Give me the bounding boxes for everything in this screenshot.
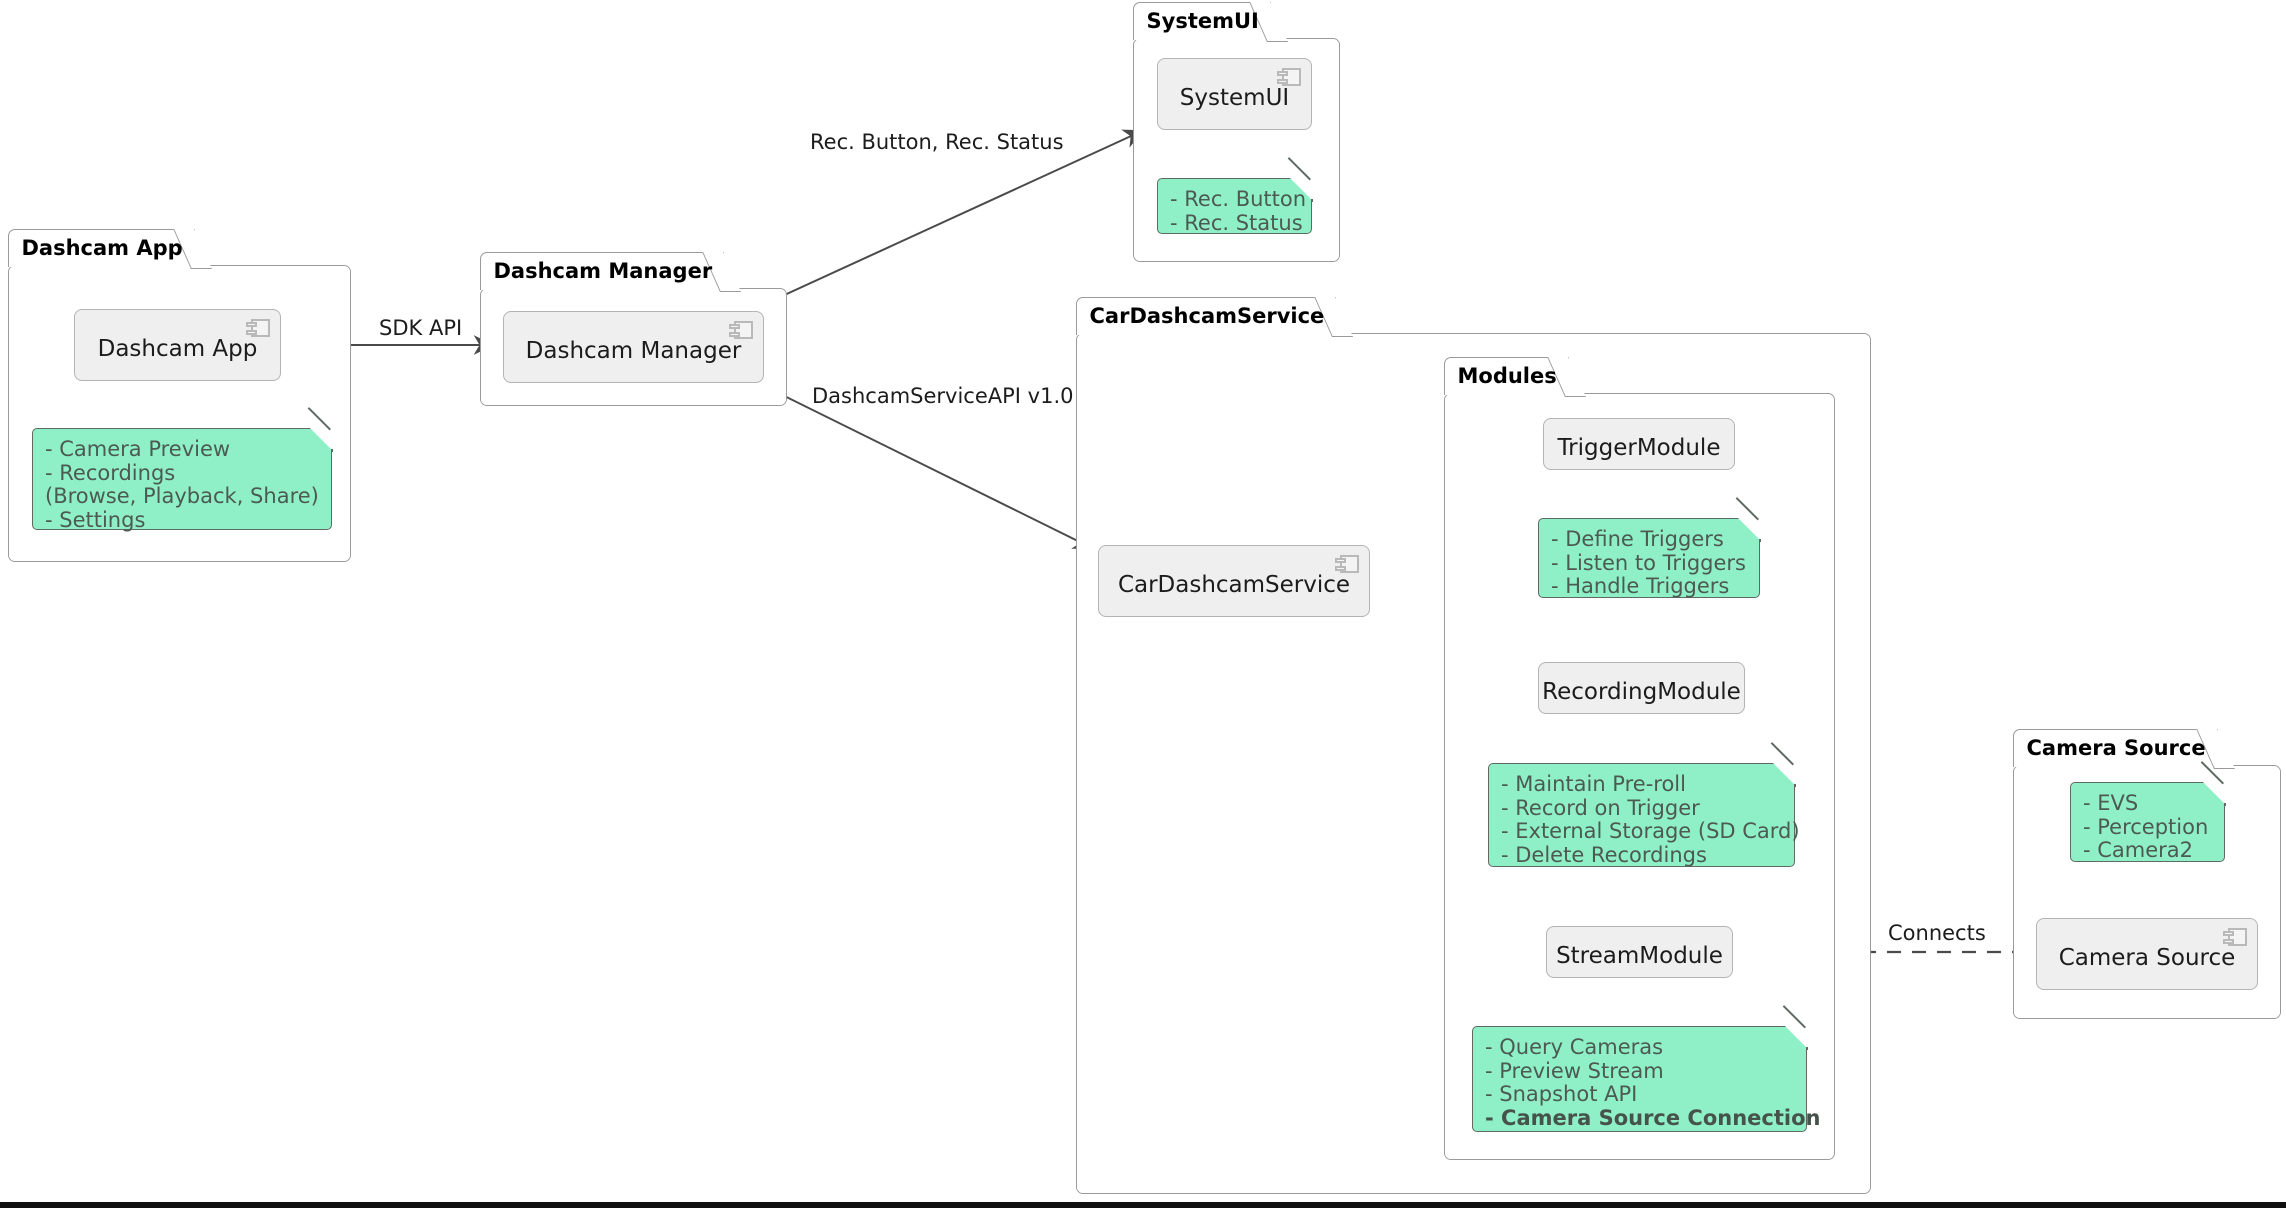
package-label-dashcam-app: Dashcam App (7, 229, 195, 267)
component-dashcam-app[interactable]: Dashcam App (74, 309, 281, 381)
note-line: - Camera Preview (45, 437, 231, 461)
component-label: StreamModule (1556, 943, 1723, 969)
component-label: RecordingModule (1542, 679, 1741, 705)
component-label: Camera Source (2058, 945, 2236, 971)
note-stream-module: - Query Cameras - Preview Stream - Snaps… (1472, 1005, 1821, 1132)
package-label-camera-source: Camera Source (2012, 729, 2218, 767)
note-line: - Delete Recordings (1501, 842, 1707, 867)
package-title: CarDashcamService (1089, 303, 1325, 328)
note-line: - Rec. Status (1170, 210, 1303, 235)
component-icon (1277, 68, 1301, 86)
bottom-bar (0, 1202, 2286, 1208)
edge-label-connects: Connects (1888, 921, 1986, 945)
note-line: - Snapshot API (1485, 1082, 1638, 1106)
note-trigger-module: - Define Triggers - Listen to Triggers -… (1538, 497, 1761, 598)
component-icon (246, 319, 270, 337)
note-line: - Rec. Button (1170, 187, 1307, 211)
component-label: Dashcam Manager (525, 338, 742, 364)
edge-rec-button-status (729, 129, 1144, 321)
note-line: - Query Cameras (1485, 1035, 1664, 1059)
edge-label-rec-button-status: Rec. Button, Rec. Status (810, 130, 1064, 154)
note-line: (Browse, Playback, Share) (45, 484, 319, 508)
component-dashcam-manager[interactable]: Dashcam Manager (503, 311, 764, 383)
component-label: CarDashcamService (1117, 572, 1351, 598)
note-line: - EVS (2083, 791, 2139, 815)
note-line: - Perception (2083, 814, 2209, 839)
component-trigger-module[interactable]: TriggerModule (1543, 418, 1735, 470)
note-line: - Preview Stream (1485, 1058, 1664, 1083)
edge-label-dashcam-service-api: DashcamServiceAPI v1.0 (812, 384, 1074, 408)
component-label: SystemUI (1179, 85, 1290, 111)
package-title: Dashcam App (21, 235, 183, 260)
component-label: TriggerModule (1557, 435, 1721, 461)
package-title: SystemUI (1146, 8, 1259, 33)
note-line: - Camera Source Connection (1485, 1105, 1821, 1130)
note-line: - Define Triggers (1551, 527, 1724, 551)
note-line: - Listen to Triggers (1551, 550, 1746, 575)
package-label-system-ui: SystemUI (1132, 2, 1271, 40)
package-label-dashcam-manager: Dashcam Manager (479, 252, 725, 290)
note-recording-module: - Maintain Pre-roll - Record on Trigger … (1488, 742, 1800, 867)
note-line: - Record on Trigger (1501, 795, 1700, 820)
component-icon (729, 321, 753, 339)
edge-label-sdk-api: SDK API (379, 316, 463, 340)
component-label: Dashcam App (97, 336, 258, 362)
component-stream-module[interactable]: StreamModule (1546, 926, 1733, 978)
component-camera-source[interactable]: Camera Source (2036, 918, 2258, 990)
component-system-ui[interactable]: SystemUI (1157, 58, 1312, 130)
note-line: - Camera2 (2083, 838, 2194, 862)
package-label-car-dashcam-service: CarDashcamService (1075, 297, 1337, 335)
note-line: - Handle Triggers (1551, 574, 1730, 598)
component-car-dashcam-service[interactable]: CarDashcamService (1098, 545, 1370, 617)
note-line: - External Storage (SD Card) (1501, 819, 1800, 843)
note-system-ui: - Rec. Button - Rec. Status (1157, 157, 1313, 235)
package-title: Camera Source (2026, 735, 2206, 760)
component-icon (1335, 555, 1359, 573)
component-icon (2223, 928, 2247, 946)
note-line: - Maintain Pre-roll (1501, 772, 1686, 796)
component-recording-module[interactable]: RecordingModule (1538, 662, 1745, 714)
package-title: Modules (1457, 363, 1557, 388)
note-line: - Settings (45, 507, 146, 532)
note-dashcam-app: - Camera Preview - Recordings (Browse, P… (32, 407, 333, 532)
note-camera-source: - EVS - Perception - Camera2 (2070, 761, 2226, 862)
package-title: Dashcam Manager (493, 258, 713, 283)
package-label-modules: Modules (1443, 357, 1569, 395)
note-line: - Recordings (45, 460, 176, 485)
